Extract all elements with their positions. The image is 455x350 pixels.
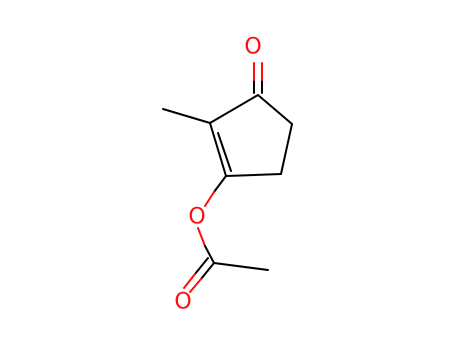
bond-c5-c1	[257, 94, 293, 125]
bond-acyl-methyl	[213, 262, 269, 271]
bond-c4-c5	[280, 123, 293, 175]
bond-methyl	[162, 108, 211, 124]
ketone-oxygen-label: O	[244, 35, 261, 60]
bond-acyl-co-a-o	[189, 278, 202, 293]
bond-acyl-co-a	[200, 262, 215, 280]
bond-acyl-co-b-o	[183, 273, 196, 289]
carbonyl-oxygen-label: O	[174, 290, 191, 315]
bond-oester-cacyl	[204, 245, 215, 264]
bond-c3-oester-o	[204, 191, 215, 207]
bond-c1-c2	[209, 94, 259, 124]
bond-c2-c3	[209, 122, 227, 177]
bond-c3-oester	[213, 175, 227, 193]
ester-oxygen-label: O	[188, 205, 205, 230]
bond-c2-c3-double	[217, 132, 232, 172]
bond-acyl-co-b	[194, 257, 209, 275]
bond-oester-cacyl-o	[197, 227, 206, 247]
bond-c3-c4	[225, 173, 282, 177]
